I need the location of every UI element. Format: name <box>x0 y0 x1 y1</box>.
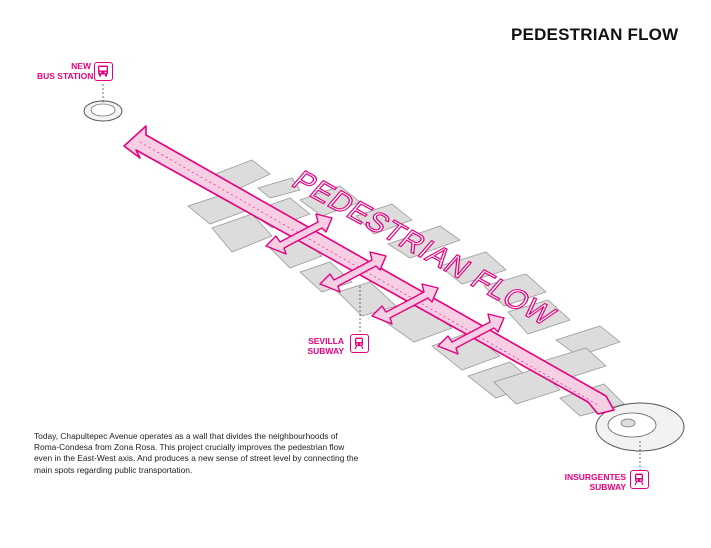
insurgentes-label-line2: SUBWAY <box>589 482 626 492</box>
page-title: PEDESTRIAN FLOW <box>511 25 679 44</box>
bus-station-label-line2: BUS STATION <box>37 71 94 81</box>
cross-arrow <box>371 283 439 325</box>
bus-station-label-line1: NEW <box>71 61 91 71</box>
city-block <box>387 225 461 259</box>
train-icon <box>630 470 649 489</box>
sevilla-label-line1: SEVILLA <box>308 336 344 346</box>
cross-arrow <box>319 251 387 293</box>
sevilla-label-line2: SUBWAY <box>307 346 344 356</box>
train-icon <box>350 334 369 353</box>
city-block <box>555 325 621 357</box>
sevilla-subway-label: SEVILLA SUBWAY <box>300 336 344 356</box>
insurgentes-subway-label: INSURGENTES SUBWAY <box>556 472 626 492</box>
city-block <box>299 185 361 217</box>
insurgentes-station-disk <box>595 402 685 452</box>
cross-flow-arrows <box>265 213 505 355</box>
bus-station-label: NEW BUS STATION <box>37 61 94 81</box>
city-block <box>211 213 273 253</box>
cross-arrow <box>437 313 505 355</box>
city-block <box>355 203 413 235</box>
city-block <box>439 251 507 285</box>
description-text: Today, Chapultepec Avenue operates as a … <box>34 431 359 475</box>
callout-leaders <box>102 84 641 470</box>
bus-icon <box>94 62 113 81</box>
city-block <box>483 273 547 307</box>
insurgentes-label-line1: INSURGENTES <box>564 472 626 482</box>
city-block <box>257 177 301 199</box>
cross-arrow <box>265 213 333 255</box>
city-block <box>507 299 571 335</box>
